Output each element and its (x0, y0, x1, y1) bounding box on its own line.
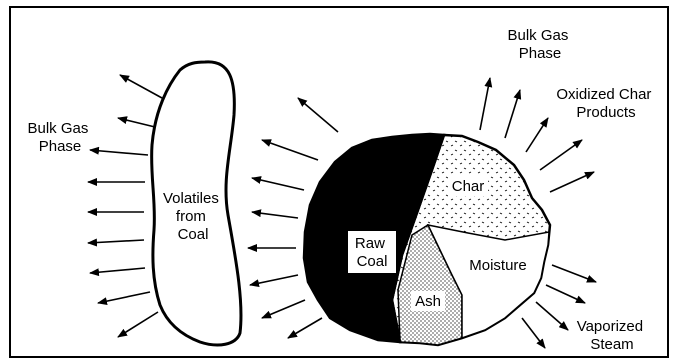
label-char: Char (452, 178, 485, 195)
label-moisture: Moisture (469, 257, 527, 274)
label-raw-coal: Raw Coal (355, 235, 389, 270)
label-ash: Ash (415, 293, 441, 310)
